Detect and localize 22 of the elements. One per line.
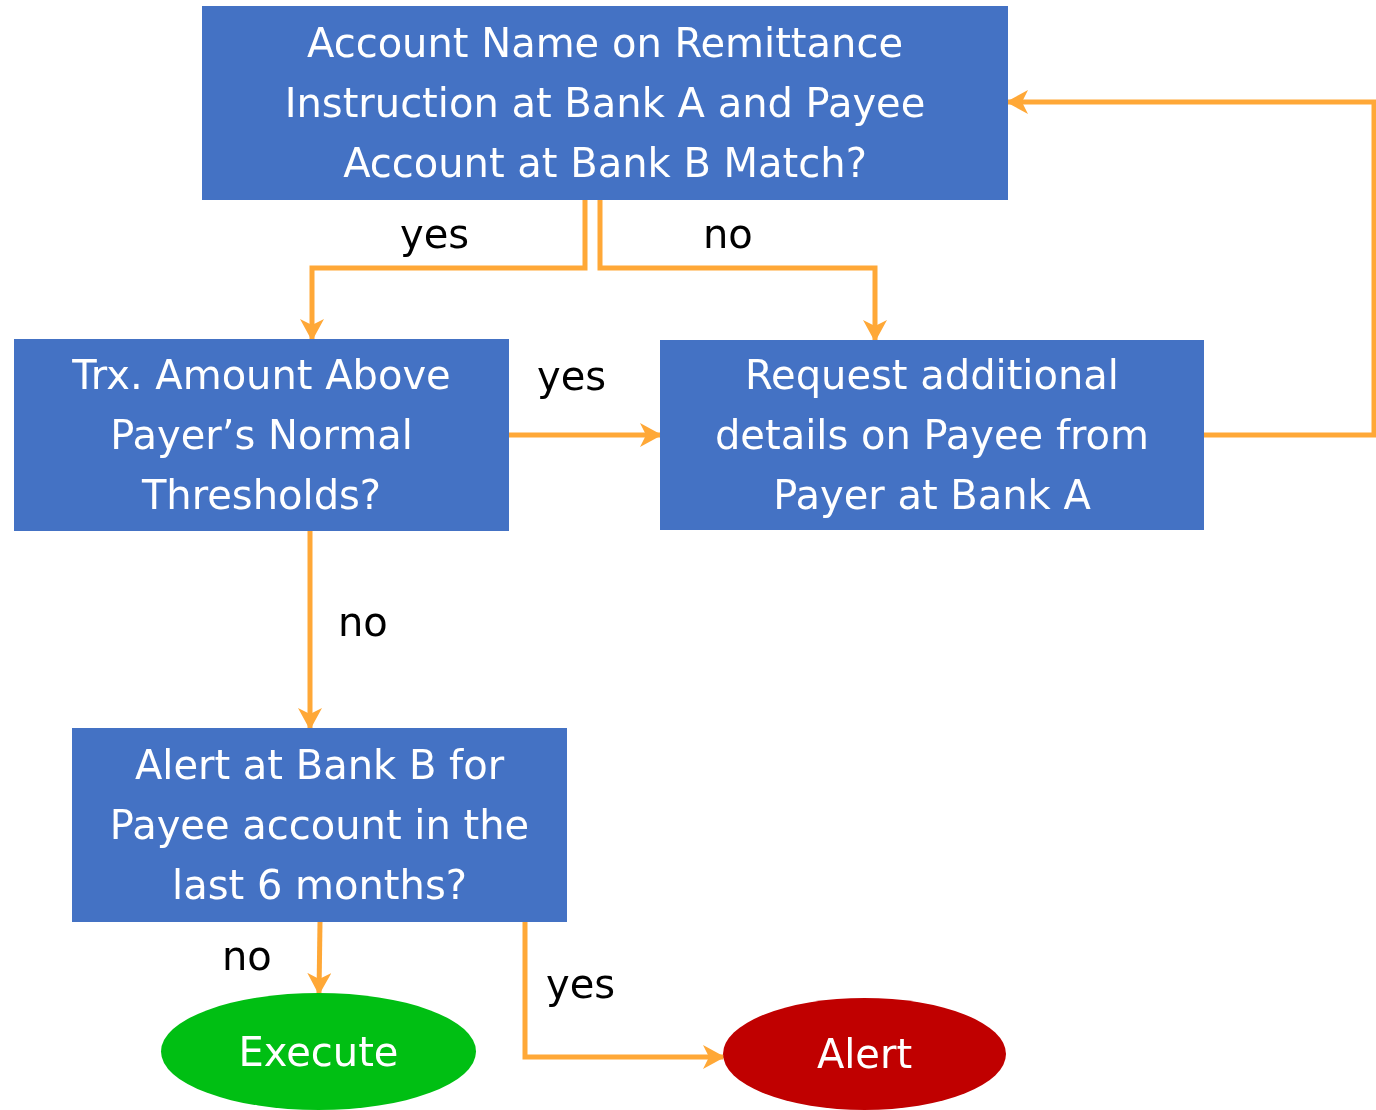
decision-box [72,728,567,922]
edge-label: yes [546,960,616,1008]
edge-label: yes [400,210,470,258]
arrow [298,531,322,730]
edge-label: no [222,932,272,980]
decision-box [202,6,1008,200]
node-text: Alert [816,1030,913,1079]
edge-label: no [703,210,753,258]
arrow [522,922,725,1069]
node-text: Trx. Amount Above Payer’s Normal Thresholds? [71,351,452,520]
node-text: Alert at Bank B for Payee account in the last 6 months? [108,741,531,910]
node-text: Account Name on Remittance Instruction at Bank A and Payee Account at Bank B Match? [283,19,927,188]
arrow [597,200,887,342]
edge-label: yes [537,352,607,400]
node-text: Request additional details on Payee from Payer at Bank A [713,351,1150,520]
node-text: Execute [238,1027,399,1077]
arrow [307,921,332,995]
arrow [300,200,588,341]
edge-label: no [338,598,388,646]
arrow [509,423,662,447]
process-box [660,340,1204,530]
decision-box [14,339,509,531]
